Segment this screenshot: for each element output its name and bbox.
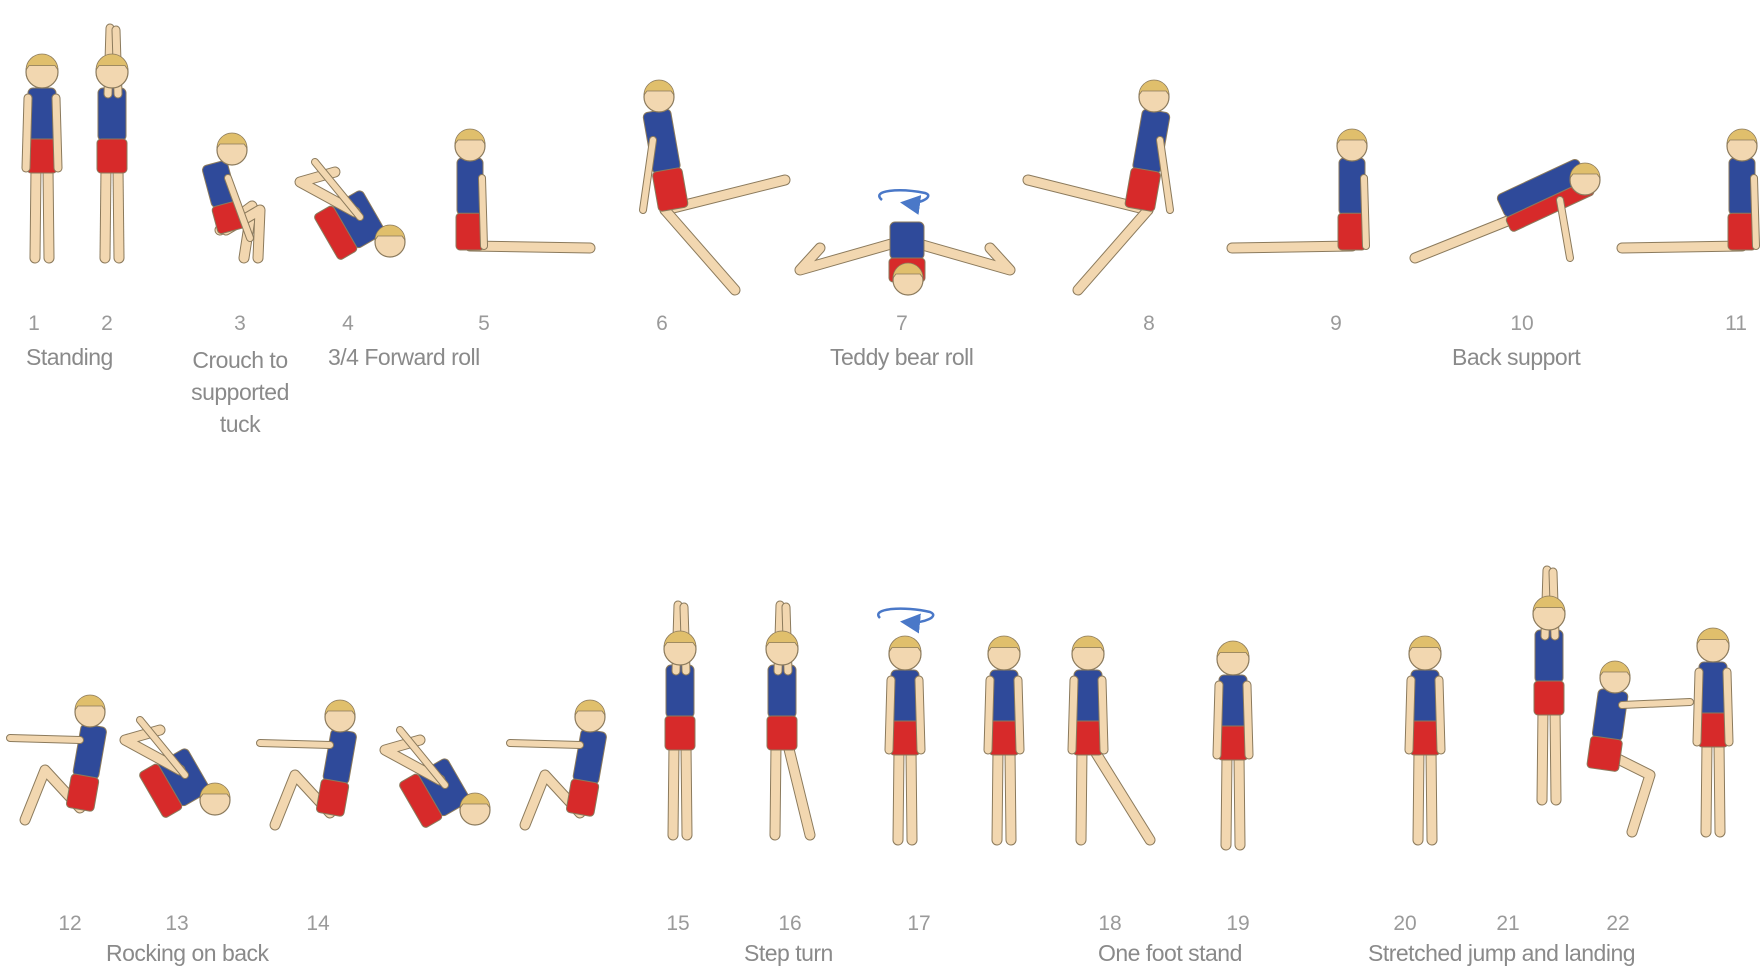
gymnast-figure-10 [1415,157,1600,258]
gymnast-figure-11 [1622,129,1757,250]
gymnast-figure-13-b [385,730,490,829]
gymnast-figure-15 [664,605,696,835]
step-number: 22 [1598,912,1638,936]
caption-forward-roll: 3/4 Forward roll [328,344,480,371]
gymnast-figure-12 [10,695,108,820]
gymnast-figure-5 [455,129,590,250]
gymnast-figure-14-b [510,700,608,825]
step-number: 9 [1316,312,1356,336]
step-number: 4 [328,312,368,336]
caption-teddy-bear-roll: Teddy bear roll [830,344,973,371]
caption-one-foot-stand: One foot stand [1098,940,1242,967]
step-number: 10 [1502,312,1542,336]
caption-back-support: Back support [1452,344,1580,371]
gymnast-figure-6 [642,80,785,290]
gymnast-figure-9 [1232,129,1367,250]
gymnast-figure-21 [1533,570,1565,800]
caption-line: Crouch to [180,344,300,376]
step-number: 12 [50,912,90,936]
step-number: 8 [1129,312,1169,336]
caption-line: supported [180,376,300,408]
gymnast-figure-3 [200,133,260,258]
gymnast-figure-18 [1072,636,1150,840]
gymnast-figure-19 [1217,641,1249,845]
caption-rocking-on-back: Rocking on back [106,940,269,967]
step-number: 7 [882,312,922,336]
caption-crouch-to-supported-tuck: Crouch to supported tuck [180,344,300,440]
step-number: 19 [1218,912,1258,936]
step-number: 11 [1716,312,1756,336]
gymnast-figure-13-a [125,720,230,819]
step-number: 14 [298,912,338,936]
caption-step-turn: Step turn [744,940,833,967]
step-number: 6 [642,312,682,336]
step-number: 18 [1090,912,1130,936]
caption-standing: Standing [26,344,113,371]
spin-arrow-icon [878,609,933,623]
step-number: 1 [14,312,54,336]
gymnast-figure-22 [1697,628,1729,832]
gymnast-figure-1 [26,54,58,258]
step-number: 20 [1385,912,1425,936]
step-number: 3 [220,312,260,336]
gymnast-figure-4 [300,162,405,261]
step-number: 17 [899,912,939,936]
gymnast-figure-17 [889,636,921,840]
gymnast-figure-14-a [260,700,358,825]
gymnast-figure-16 [766,605,810,835]
gymnast-figure-17-b [988,636,1020,840]
step-number: 21 [1488,912,1528,936]
gymnast-figure-2 [96,28,128,258]
gymnast-figure-8 [1028,80,1171,290]
step-number: 2 [87,312,127,336]
step-number: 15 [658,912,698,936]
spin-arrow-icon [879,190,928,203]
caption-line: tuck [180,408,300,440]
step-number: 5 [464,312,504,336]
gymnast-figure-20 [1409,636,1441,840]
step-number: 13 [157,912,197,936]
gymnast-figure-7 [800,222,1010,295]
step-number: 16 [770,912,810,936]
caption-stretched-jump-and-landing: Stretched jump and landing [1368,940,1635,967]
gymnast-figure-22-crouch [1587,661,1690,832]
